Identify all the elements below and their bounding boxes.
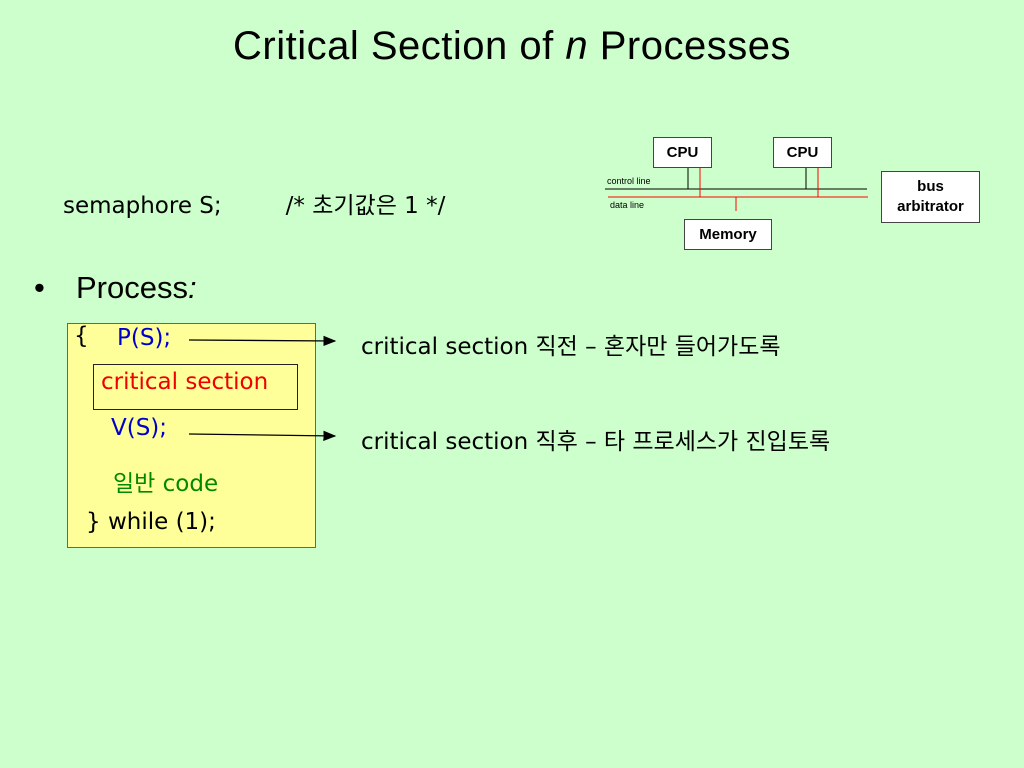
title-italic: n [565,24,589,68]
arrow-exit [188,430,337,442]
p-operation: P(S); [117,325,172,351]
cpu-box-2: CPU [773,137,832,168]
semaphore-decl: semaphore S; [63,193,222,219]
while-loop-line: } while (1); [86,509,216,535]
control-line-label: control line [607,176,651,186]
v-operation: V(S); [111,415,168,441]
bus-arbitrator-box: bus arbitrator [881,171,980,223]
bullet-dot: • [34,270,45,305]
slide-title: Critical Section of n Processes [0,24,1024,69]
general-code: 일반 code [113,471,219,497]
bullet-text: Process [76,270,188,305]
critical-section-label: critical section [101,369,269,395]
semaphore-comment: /* 초기값은 1 */ [285,193,446,219]
title-main: Critical Section of [233,24,566,68]
bullet-process: • Process: [34,270,197,306]
note-before-critical-section: critical section 직전 – 혼자만 들어가도록 [361,334,781,360]
bus-arbitrator-line1: bus [917,178,944,195]
bus-arbitrator-line2: arbitrator [897,198,964,215]
bullet-colon: : [187,270,197,305]
arrow-enter [188,335,337,347]
title-end: Processes [588,24,791,68]
critical-section-box [93,364,298,410]
semaphore-declaration: semaphore S; /* 초기값은 1 */ [63,186,445,220]
note-after-critical-section: critical section 직후 – 타 프로세스가 진입토록 [361,429,831,455]
memory-box: Memory [684,219,772,250]
brace-open: { [74,323,89,349]
cpu-box-1: CPU [653,137,712,168]
data-line-label: data line [610,200,645,210]
